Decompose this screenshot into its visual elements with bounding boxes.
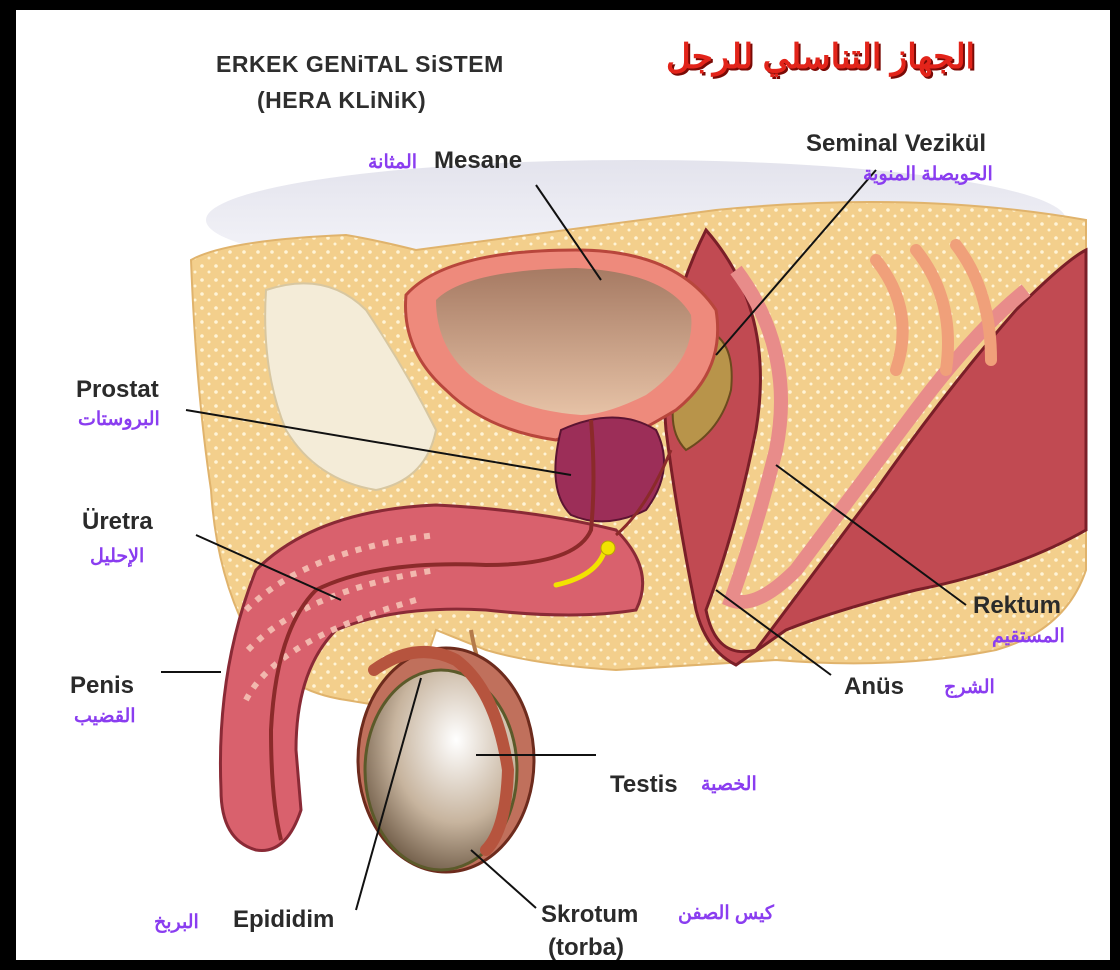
title-turkish-line2: (HERA KLiNiK)	[257, 89, 426, 112]
label-testis-ar: الخصية	[701, 775, 757, 794]
label-epididim-tr: Epididim	[233, 908, 334, 932]
label-prostat-tr: Prostat	[76, 378, 159, 402]
label-uretra-tr: Üretra	[82, 510, 153, 534]
label-anus-tr: Anüs	[844, 675, 904, 699]
cowper-gland	[601, 541, 615, 555]
prostate-gland	[555, 418, 664, 522]
title-arabic: الجهاز التناسلي للرجل	[666, 40, 975, 74]
label-anus-ar: الشرج	[944, 678, 995, 697]
label-rektum-ar: المستقيم	[992, 627, 1065, 646]
label-testis-tr: Testis	[610, 773, 678, 797]
title-turkish-line1: ERKEK GENiTAL SiSTEM	[216, 53, 504, 76]
label-skrotum-tr: Skrotum	[541, 903, 638, 927]
label-mesane-ar: المثانة	[368, 153, 417, 172]
label-penis-tr: Penis	[70, 674, 134, 698]
label-uretra-ar: الإحليل	[90, 547, 144, 566]
diagram-canvas: ERKEK GENiTAL SiSTEM (HERA KLiNiK) الجها…	[16, 10, 1110, 960]
label-mesane-tr: Mesane	[434, 149, 522, 173]
label-rektum-tr: Rektum	[973, 594, 1061, 618]
label-seminal-ar: الحويصلة المنوية	[863, 165, 993, 184]
label-epididim-ar: البربخ	[154, 913, 199, 932]
label-skrotum-tr2: (torba)	[548, 936, 624, 960]
label-seminal-tr: Seminal Vezikül	[806, 132, 986, 156]
label-prostat-ar: البروستات	[78, 410, 160, 429]
label-penis-ar: القضيب	[74, 707, 136, 726]
leader-skrotum	[471, 850, 536, 908]
label-skrotum-ar: كيس الصفن	[678, 904, 774, 923]
